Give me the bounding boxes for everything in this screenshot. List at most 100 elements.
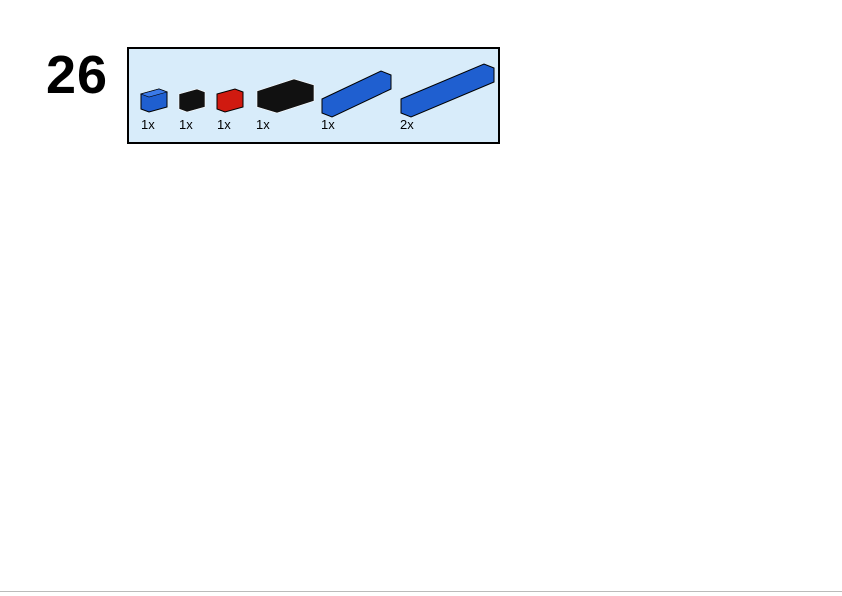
stud	[447, 459, 463, 469]
stud	[135, 464, 151, 474]
stud	[547, 503, 563, 512]
stud	[434, 238, 450, 248]
red-column	[81, 169, 126, 441]
step-number: 26	[46, 45, 109, 105]
stud	[411, 229, 427, 238]
stud	[707, 417, 723, 427]
stud	[618, 414, 633, 424]
base-plate-black	[39, 429, 273, 546]
stud	[642, 425, 658, 435]
stud	[322, 405, 338, 415]
theater-sign-text: THEATER	[109, 304, 219, 358]
part-5-quantity: 1x	[321, 117, 335, 132]
stud	[782, 390, 798, 400]
stud	[597, 524, 613, 534]
stud	[208, 498, 224, 507]
stud	[180, 313, 196, 323]
stud	[162, 151, 178, 160]
stud	[318, 191, 334, 200]
stud	[481, 257, 496, 267]
stud	[87, 441, 102, 451]
stud	[666, 333, 682, 342]
stud	[550, 285, 566, 295]
stud	[362, 253, 378, 263]
stud	[593, 404, 609, 413]
stud	[657, 435, 673, 445]
stud	[225, 153, 241, 162]
stud	[111, 453, 127, 462]
stud	[160, 475, 175, 485]
theater-sign: THEATER	[102, 281, 251, 389]
stud	[527, 276, 543, 286]
studs	[42, 143, 798, 545]
canopy-black	[60, 289, 274, 446]
stud	[732, 408, 748, 418]
blue-pillar	[271, 261, 381, 556]
stud	[422, 449, 438, 458]
stud	[117, 153, 133, 163]
stud	[347, 296, 362, 306]
part-2-brick-1x2-black	[178, 88, 206, 113]
stud	[154, 304, 170, 314]
stud	[713, 352, 728, 361]
blue-wall	[39, 145, 801, 556]
stud	[272, 172, 287, 181]
stud	[736, 361, 751, 371]
stud	[371, 307, 387, 316]
stud	[519, 371, 535, 381]
part-4-quantity: 1x	[256, 117, 270, 132]
stud	[132, 156, 148, 166]
stud	[622, 535, 638, 545]
part-2-quantity: 1x	[179, 117, 193, 132]
stud	[544, 382, 559, 392]
stud	[522, 492, 538, 501]
stud	[397, 438, 413, 447]
stud	[277, 270, 293, 280]
stud	[568, 393, 584, 402]
stud	[457, 247, 473, 257]
parts-callout: 1x 1x 1x 1x 1x 2x	[127, 47, 500, 144]
part-3-quantity: 1x	[217, 117, 231, 132]
glass-columns: LEGO	[124, 174, 291, 331]
stud	[249, 162, 264, 172]
stud	[372, 427, 388, 436]
stud	[322, 285, 338, 295]
stud	[334, 259, 349, 268]
stud	[347, 416, 363, 426]
stud	[102, 162, 118, 172]
stud	[472, 470, 488, 480]
red-brick-row	[314, 397, 641, 556]
page-bottom-rule	[0, 591, 842, 592]
stud	[757, 399, 773, 409]
part-5-brick-1x6-blue	[321, 70, 392, 118]
stud	[504, 266, 519, 276]
part-6-quantity: 2x	[400, 117, 414, 132]
stud	[42, 173, 58, 183]
stud	[495, 361, 510, 370]
stud	[421, 328, 436, 338]
stud	[306, 265, 321, 274]
stud	[192, 145, 208, 155]
stud	[72, 168, 88, 177]
part-1-quantity: 1x	[141, 117, 155, 132]
parts-illustration	[140, 63, 495, 118]
part-6-brick-1x8-blue	[400, 63, 495, 118]
stud	[184, 486, 200, 496]
stud	[92, 157, 108, 167]
stud	[206, 322, 222, 331]
stud	[497, 481, 513, 491]
stud	[782, 380, 798, 390]
stud	[341, 200, 357, 210]
stud	[257, 520, 273, 530]
black-brick-row	[314, 261, 801, 481]
stud	[396, 318, 412, 327]
stud	[365, 210, 380, 219]
stud	[102, 287, 118, 297]
stud	[682, 426, 698, 436]
stud	[470, 350, 485, 359]
stud	[232, 330, 248, 340]
stud	[388, 219, 403, 229]
part-1-brick-1x2-blue	[140, 88, 168, 113]
stud	[128, 296, 144, 305]
stud	[295, 181, 311, 191]
